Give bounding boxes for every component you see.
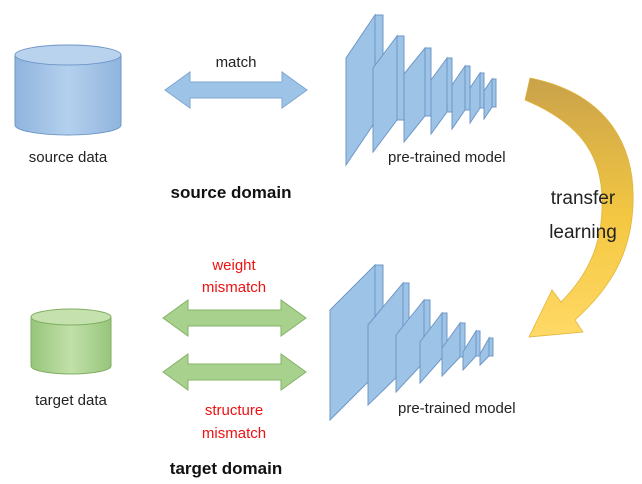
weight-mismatch-line2: mismatch bbox=[202, 279, 266, 296]
transfer-label-line1: transfer bbox=[551, 188, 616, 209]
transfer-learning-arrow bbox=[524, 77, 634, 338]
structure-mismatch-arrow bbox=[162, 353, 307, 391]
target-domain-title: target domain bbox=[170, 459, 282, 478]
weight-mismatch-arrow bbox=[162, 299, 307, 337]
target-data-label: target data bbox=[35, 392, 107, 409]
target-model-label: pre-trained model bbox=[398, 400, 516, 417]
source-model-label: pre-trained model bbox=[388, 149, 506, 166]
structure-mismatch-line1: structure bbox=[205, 402, 263, 419]
target-model-layers bbox=[329, 263, 494, 422]
structure-mismatch-line2: mismatch bbox=[202, 425, 266, 442]
match-arrow bbox=[164, 71, 308, 109]
target-data-cylinder bbox=[30, 308, 112, 375]
transfer-label-line2: learning bbox=[549, 222, 617, 243]
source-data-cylinder bbox=[14, 44, 122, 136]
source-domain-title: source domain bbox=[171, 183, 292, 202]
source-data-label: source data bbox=[29, 149, 108, 166]
match-label: match bbox=[216, 54, 257, 71]
source-model-layers bbox=[345, 13, 497, 167]
weight-mismatch-line1: weight bbox=[211, 257, 256, 274]
